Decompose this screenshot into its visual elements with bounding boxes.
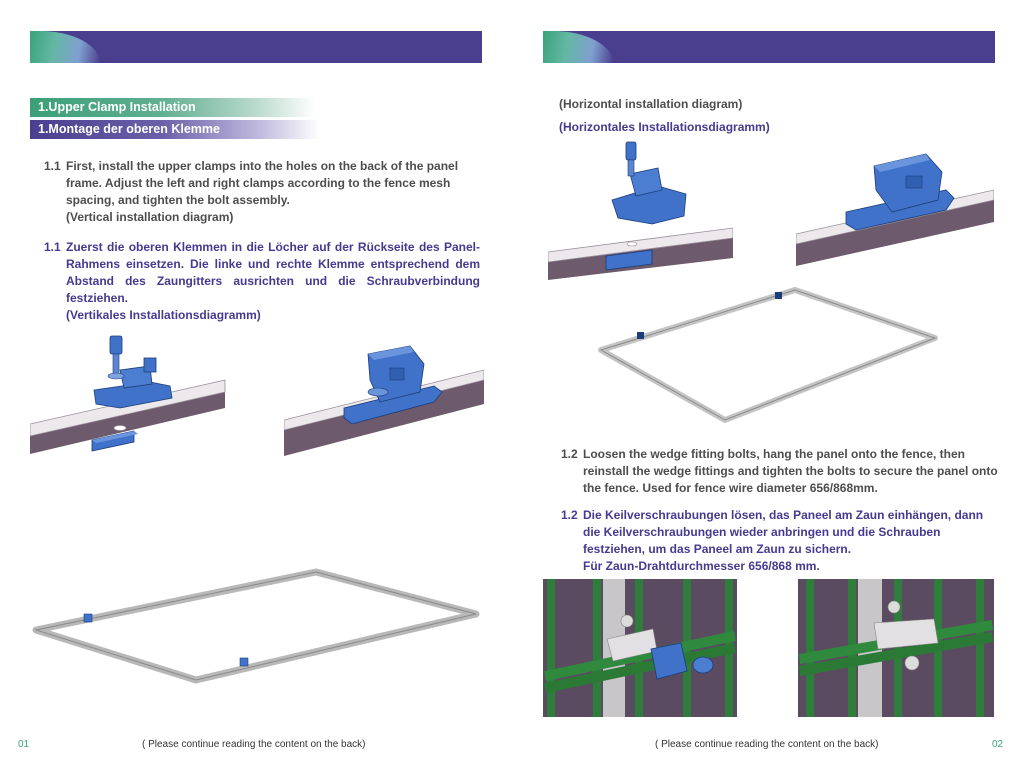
step-1-1-de: 1.1 Zuerst die oberen Klemmen in die Löc… (44, 239, 480, 324)
figure-caption-horizontal-de: (Horizontales Installationsdiagramm) (559, 120, 770, 134)
step-number: 1.2 (561, 508, 578, 522)
section-title-de: 1.Montage der oberen Klemme (30, 120, 320, 139)
clamp-exploded-horizontal-figure (548, 140, 733, 280)
step-text: Zuerst die oberen Klemmen in die Löcher … (66, 240, 480, 305)
fence-mount-photo-assembled (798, 579, 994, 717)
fence-mount-photo-exploded (543, 579, 737, 717)
header-accent-swoosh (30, 31, 100, 63)
step-number: 1.2 (561, 447, 578, 461)
panel-frame-horizontal-figure (595, 286, 940, 426)
step-1-2-en: 1.2 Loosen the wedge fitting bolts, hang… (561, 446, 1001, 497)
clamp-exploded-figure (30, 328, 230, 468)
header-accent-swoosh (543, 31, 613, 63)
header-bar-right (543, 31, 995, 63)
clamp-assembled-horizontal-figure (796, 150, 994, 268)
step-text: First, install the upper clamps into the… (66, 159, 459, 207)
step-text: Loosen the wedge fitting bolts, hang the… (583, 447, 998, 495)
step-number: 1.1 (44, 240, 61, 254)
page-number-right: 02 (992, 739, 1004, 750)
section-title-en: 1.Upper Clamp Installation (30, 98, 315, 117)
panel-frame-figure (30, 566, 482, 692)
figure-caption: (Vertikales Installationsdiagramm) (66, 308, 261, 322)
page-number-left: 01 (18, 739, 30, 750)
footer-note-left: ( Please continue reading the content on… (142, 739, 366, 750)
figure-caption-horizontal-en: (Horizontal installation diagram) (559, 97, 743, 111)
step-1-1-en: 1.1 First, install the upper clamps into… (44, 158, 484, 226)
step-number: 1.1 (44, 159, 61, 173)
clamp-assembled-figure (284, 340, 484, 460)
header-bar-left (30, 31, 482, 63)
step-1-2-de: 1.2 Die Keilverschraubungen lösen, das P… (561, 507, 1001, 575)
step-text: Die Keilverschraubungen lösen, das Panee… (583, 508, 984, 556)
figure-caption: (Vertical installation diagram) (66, 210, 234, 224)
footer-note-right: ( Please continue reading the content on… (655, 739, 879, 750)
wire-diameter-note: Für Zaun-Drahtdurchmesser 656/868 mm. (583, 559, 820, 573)
